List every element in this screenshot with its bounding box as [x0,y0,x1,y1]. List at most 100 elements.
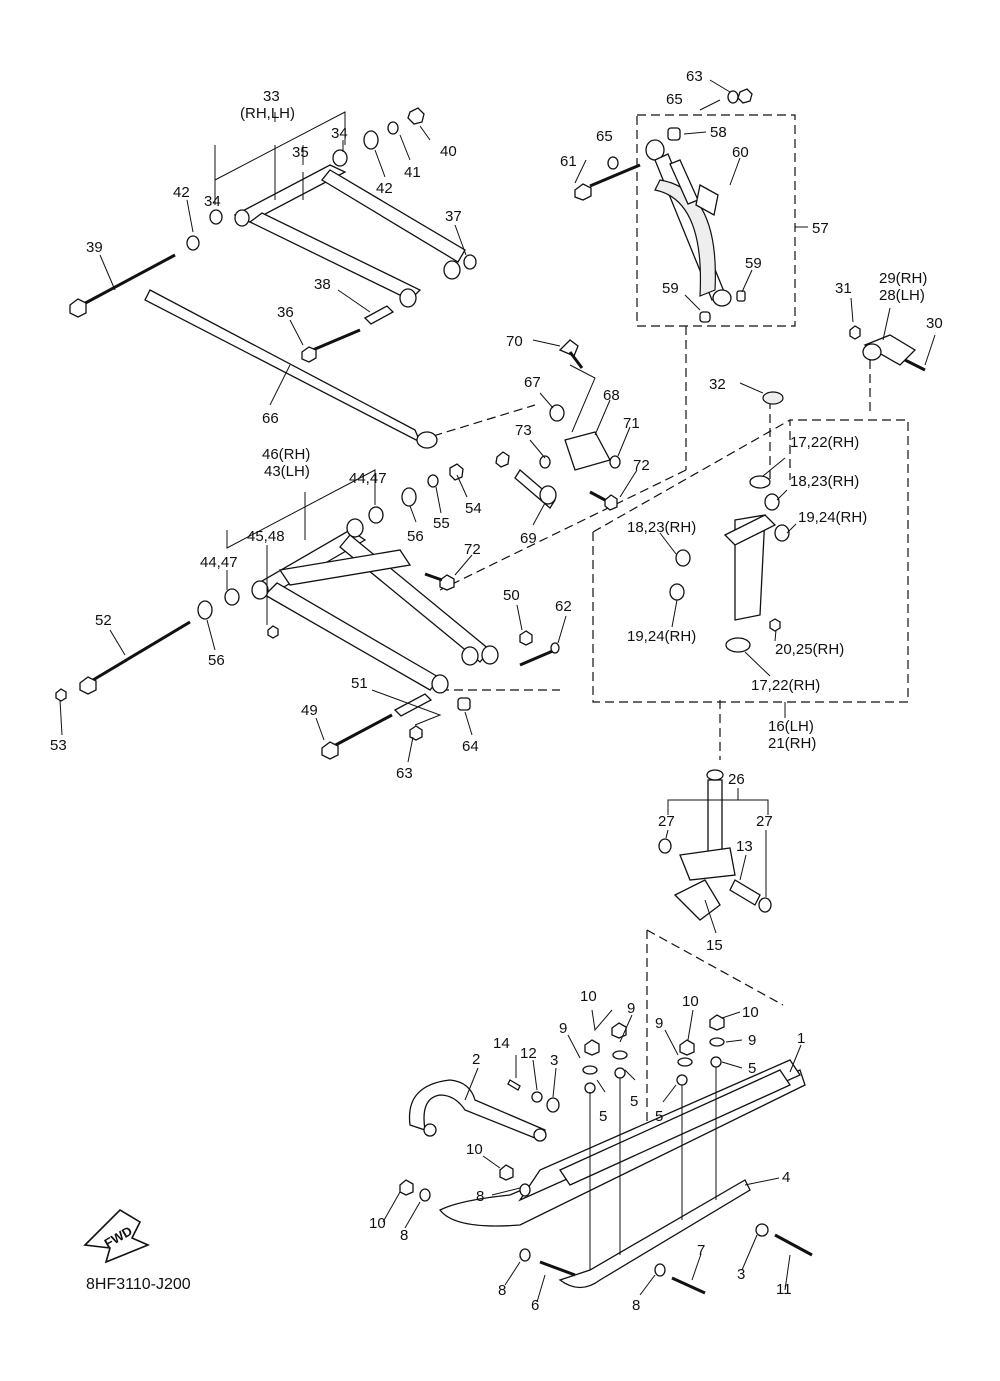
bushing-27-left [658,838,672,854]
label-11: 11 [776,1281,792,1298]
label-69: 69 [520,530,537,547]
shock-absorber [574,88,753,323]
label-63: 63 [686,68,703,85]
label-17-22-rh: 17,22(RH) [790,434,859,451]
bolt-39 [69,253,176,318]
part-labels: 63 65 65 58 61 60 57 59 59 33 (RH,LH) 34… [50,68,943,1314]
label-64: 64 [462,738,479,755]
label-73: 73 [515,422,532,439]
label-65: 65 [666,91,683,108]
label-58: 58 [710,124,727,141]
ski-handle-2 [408,1079,547,1142]
label-9c: 9 [655,1015,663,1032]
label-55: 55 [433,515,450,532]
label-34: 34 [331,125,348,142]
lower-arm-hardware [197,463,560,667]
spindle-group-box [592,419,909,703]
label-71: 71 [623,415,640,432]
label-19-24-rh: 19,24(RH) [798,509,867,526]
label-21-rh: 21(RH) [768,735,816,752]
collar-13 [729,879,761,906]
label-10d: 10 [466,1141,483,1158]
label-16-lh: 16(LH) [768,718,814,735]
leader-lines [59,79,936,1303]
label-8c: 8 [632,1297,640,1314]
label-60: 60 [732,144,749,161]
ski [439,1059,806,1289]
label-57: 57 [812,220,829,237]
label-4: 4 [782,1169,790,1186]
label-72: 72 [633,457,650,474]
shaft-66 [144,289,438,449]
label-49: 49 [301,702,318,719]
label-34b: 34 [204,193,221,210]
label-17-22-rh-b: 17,22(RH) [751,677,820,694]
nut-63-lower [409,725,423,741]
label-61: 61 [560,153,577,170]
spindle-housing [669,475,790,653]
label-50: 50 [503,587,520,604]
label-44-47b: 44,47 [200,554,238,571]
label-5c: 5 [630,1093,638,1110]
label-54: 54 [465,500,482,517]
label-45-48: 45,48 [247,528,285,545]
upper-a-arm [233,149,466,308]
bolt-49 [321,713,393,760]
label-8: 8 [476,1188,484,1205]
label-10c: 10 [742,1004,759,1021]
label-52: 52 [95,612,112,629]
label-33: 33 [263,88,280,105]
diagram-code: 8HF3110-J200 [86,1276,191,1293]
link-leader [419,404,536,441]
label-63b: 63 [396,765,413,782]
collar-38 [363,305,395,325]
lower-a-arm [251,518,499,694]
label-9d: 9 [748,1032,756,1049]
bolt-52 [55,620,191,702]
ski-hardware [399,1014,813,1295]
label-13: 13 [736,838,753,855]
label-5d: 5 [655,1108,663,1125]
label-18-23-rh-b: 18,23(RH) [627,519,696,536]
fwd-arrow-icon: FWD [83,1208,151,1264]
label-8d: 8 [498,1282,506,1299]
label-70: 70 [506,333,523,350]
label-18-23-rh: 18,23(RH) [790,473,859,490]
bushings-upper [186,107,477,270]
label-42: 42 [376,180,393,197]
bolt-36 [301,328,361,363]
label-40: 40 [440,143,457,160]
label-10: 10 [580,988,597,1005]
label-9: 9 [627,1000,635,1017]
label-26: 26 [728,771,745,788]
label-30: 30 [926,315,943,332]
label-56b: 56 [208,652,225,669]
label-10e: 10 [369,1215,386,1232]
label-3b: 3 [737,1266,745,1283]
label-39: 39 [86,239,103,256]
bell-crank-linkage [495,339,621,511]
label-56: 56 [407,528,424,545]
label-36: 36 [277,304,294,321]
label-72b: 72 [464,541,481,558]
label-9b: 9 [559,1020,567,1037]
label-41: 41 [404,164,421,181]
label-20-25-rh: 20,25(RH) [775,641,844,658]
spindle-26 [679,769,736,881]
label-7: 7 [697,1242,705,1259]
label-53: 53 [50,737,67,754]
label-38: 38 [314,276,331,293]
label-27b: 27 [756,813,773,830]
label-29-rh: 29(RH) [879,270,927,287]
bushing-27-right [758,897,772,913]
label-68: 68 [603,387,620,404]
label-3: 3 [550,1052,558,1069]
label-5: 5 [748,1060,756,1077]
label-19-24-rh-b: 19,24(RH) [627,628,696,645]
collar-64 [457,697,471,711]
label-59b: 59 [662,280,679,297]
shock-group-box [636,114,796,327]
label-8b: 8 [400,1227,408,1244]
label-31: 31 [835,280,852,297]
